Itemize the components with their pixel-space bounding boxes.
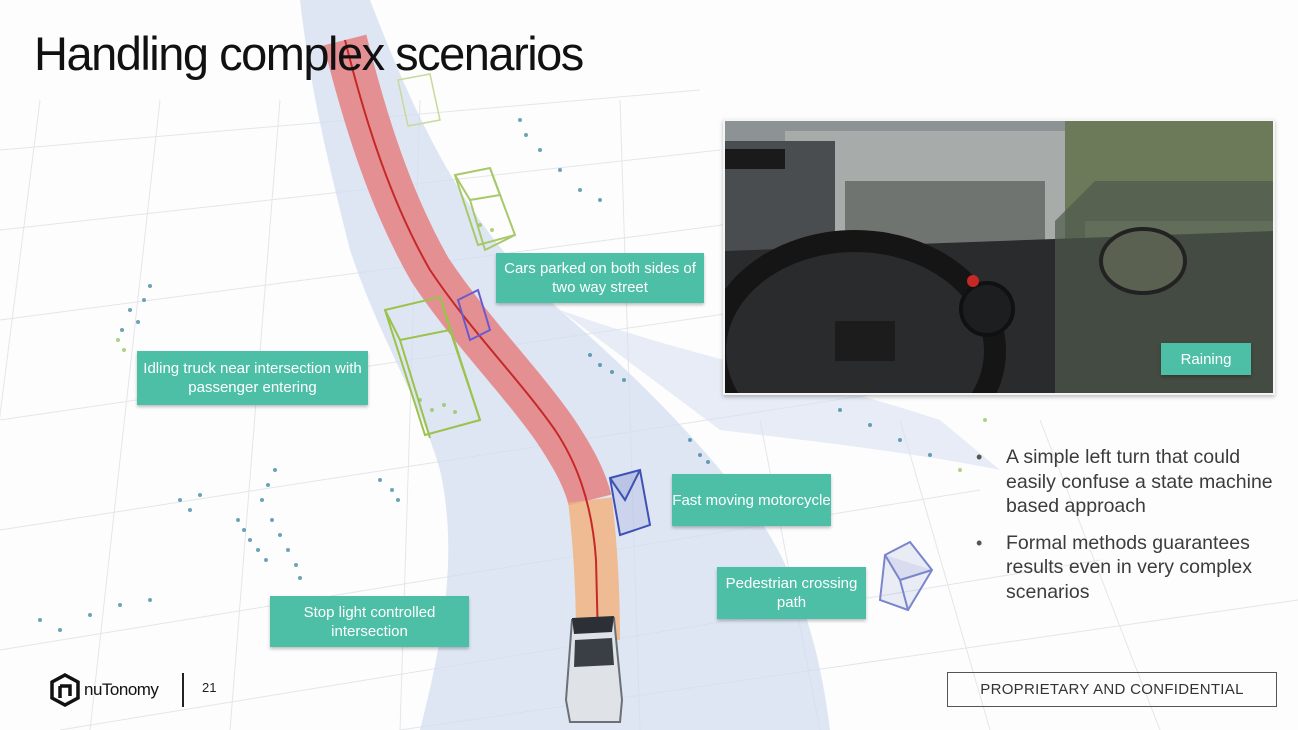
logo-text: nuTonomy [84, 680, 159, 699]
nutonomy-logo-icon [50, 673, 80, 707]
bullet-list: A simple left turn that could easily con… [976, 445, 1276, 616]
idling-truck-label: Idling truck near intersection with pass… [137, 351, 368, 405]
dashcam-video[interactable]: Raining [723, 119, 1275, 395]
slide-title: Handling complex scenarios [34, 27, 584, 80]
road-surface [300, 0, 830, 730]
parked-car-box [456, 288, 492, 342]
page-number: 21 [202, 680, 217, 695]
cars-parked-label: Cars parked on both sides of two way str… [496, 253, 704, 303]
ego-vehicle [564, 616, 624, 723]
motorcycle-bounding-box [608, 468, 652, 537]
pedestrian-bounding-box [878, 540, 934, 612]
lidar-points [38, 118, 987, 632]
car-bounding-box-far [397, 73, 441, 127]
footer-divider [182, 673, 184, 707]
dashcam-frame [725, 121, 1273, 393]
fast-motorcycle-label: Fast moving motorcycle [672, 474, 831, 526]
pedestrian-label: Pedestrian crossing path [717, 567, 866, 619]
nutonomy-logo: nuTonomy [48, 672, 159, 708]
bullet-item: Formal methods guarantees results even i… [976, 531, 1276, 605]
truck-bounding-box [383, 295, 482, 439]
stop-light-label: Stop light controlled intersection [270, 596, 469, 647]
car-bounding-box [453, 166, 517, 252]
confidential-notice: PROPRIETARY AND CONFIDENTIAL [947, 672, 1277, 707]
route-centerline [344, 39, 599, 641]
raining-label: Raining [1161, 343, 1251, 375]
bullet-item: A simple left turn that could easily con… [976, 445, 1276, 519]
